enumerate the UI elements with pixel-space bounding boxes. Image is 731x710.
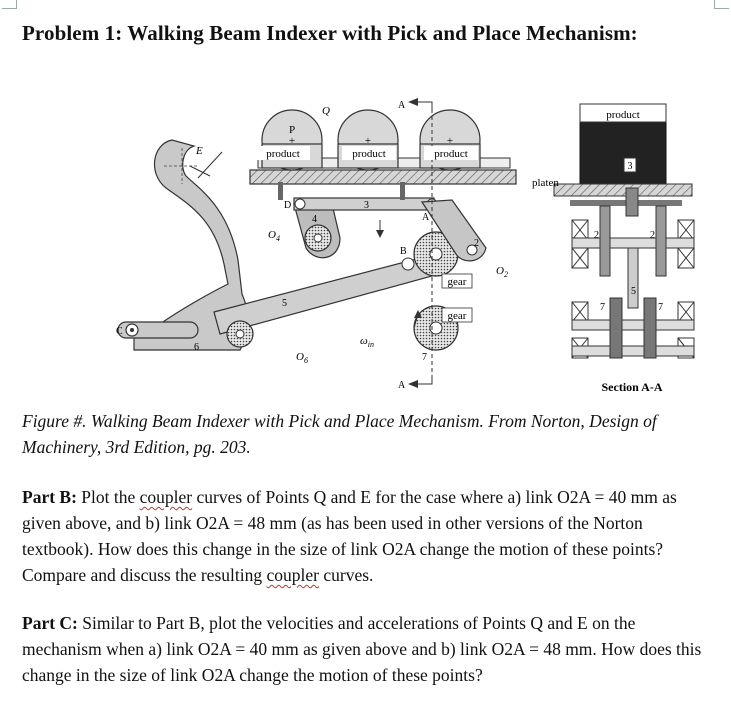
label-a-top: A [398,100,406,111]
label-link-4: 4 [312,214,317,225]
section-label-5: 5 [631,286,636,297]
part-b-label: Part B: [22,487,77,507]
label-d: D [284,200,291,211]
label-gear-lower: gear [448,310,467,322]
svg-text:+: + [289,135,295,147]
label-section-a-a: Section A-A [602,380,663,394]
label-link-2: 2 [474,238,479,249]
mechanism-side-view: P + + + Q E D C B A A A O2 O4 O6 ωin 2 3… [116,98,517,391]
part-c-paragraph: Part C: Similar to Part B, plot the velo… [22,613,702,685]
label-link-6: 6 [194,342,199,353]
label-e: E [195,145,203,157]
label-link-5: 5 [282,298,287,309]
spell-flag: coupler [139,487,193,507]
link-6-arm [133,139,250,351]
page-corner-mark-right [714,0,729,9]
spell-flag: coupler [266,565,319,585]
label-product-2: product [352,148,386,160]
section-label-7b: 7 [658,302,663,313]
label-o2: O2 [496,265,508,279]
mechanism-figure: P + + + Q E D C B A A A O2 O4 O6 ωin 2 3… [116,98,695,394]
label-o4: O4 [268,229,280,243]
part-b-paragraph: Part B: Plot the coupler curves of Point… [22,487,677,585]
label-c: C [116,326,123,337]
walking-beam [249,169,517,185]
label-o6: O6 [296,351,308,365]
label-link-3: 3 [364,200,369,211]
section-label-3: 3 [628,161,633,172]
label-q: Q [322,105,330,117]
label-product-platen: product [606,109,640,121]
label-product-3: product [434,148,468,160]
section-view: product platen [532,103,695,394]
label-gear-upper: gear [448,276,467,288]
label-platen: platen [532,177,559,189]
label-p: P [289,124,295,136]
section-label-2a: 2 [594,230,599,241]
svg-text:+: + [447,135,453,147]
problem-title: Problem 1: Walking Beam Indexer with Pic… [22,21,638,45]
part-c-label: Part C: [22,613,78,633]
section-label-2b: 2 [650,230,655,241]
label-a-bottom: A [398,380,406,391]
page-corner-mark-left [2,0,17,9]
pivot-o2 [466,244,478,256]
label-product-1: product [266,148,300,160]
label-omega: ωin [360,335,374,349]
label-b: B [400,246,407,257]
section-label-7a: 7 [600,302,605,313]
pin-d [294,198,306,210]
svg-text:+: + [365,135,371,147]
figure-caption: Figure #. Walking Beam Indexer with Pick… [22,411,657,457]
label-link-7: 7 [422,352,427,363]
label-a-pin: A [422,212,430,223]
platen-bar [553,183,693,197]
